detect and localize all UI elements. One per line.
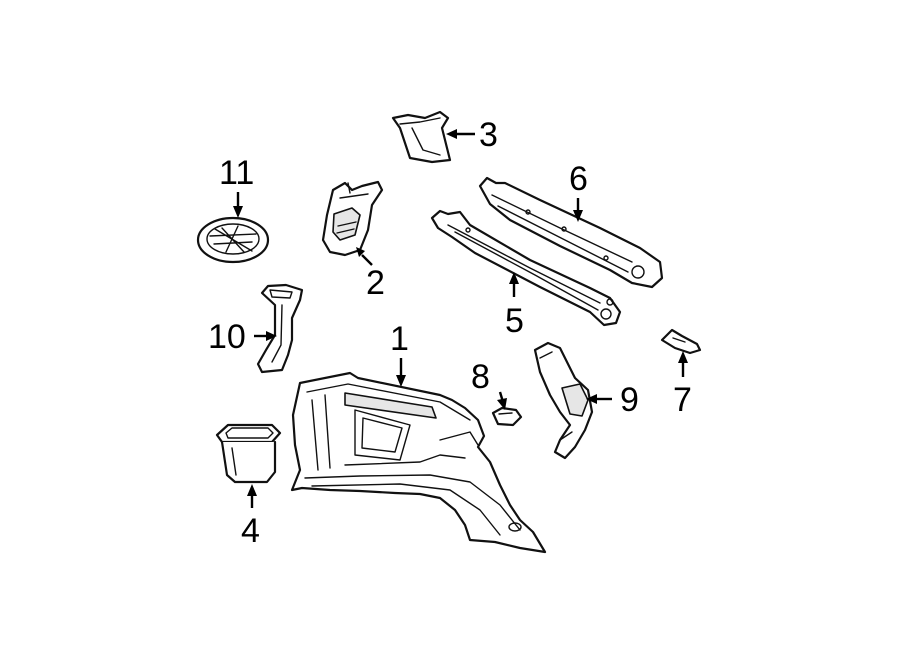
part-2-pillar-trim[interactable]	[321, 180, 384, 257]
callout-8: 8	[471, 358, 490, 396]
leader-lines	[233, 129, 688, 508]
callout-11: 11	[219, 154, 254, 192]
part-9-duct[interactable]	[533, 341, 594, 460]
callout-7: 7	[673, 381, 692, 419]
callout-10: 10	[208, 318, 246, 356]
callout-3: 3	[479, 116, 498, 154]
callout-1: 1	[390, 320, 409, 358]
part-7-bracket[interactable]	[660, 328, 702, 355]
part-3-trim-cover[interactable]	[391, 110, 452, 164]
part-5-trim-rail[interactable]	[430, 209, 622, 327]
callout-9: 9	[620, 381, 639, 419]
part-4-storage-bin[interactable]	[215, 423, 282, 484]
part-1-quarter-trim-panel[interactable]	[290, 371, 547, 554]
part-8-clip[interactable]	[491, 406, 523, 427]
callout-5: 5	[505, 302, 524, 340]
part-11-grille[interactable]	[196, 216, 270, 264]
part-10-pillar-trim[interactable]	[256, 283, 304, 374]
part-6-trim-rail[interactable]	[478, 176, 664, 289]
callout-2: 2	[366, 264, 385, 302]
callout-labels: 1 2 3 4 5 6 7 8 9 10 11	[208, 116, 692, 550]
callout-6: 6	[569, 160, 588, 198]
callout-4: 4	[241, 512, 260, 550]
